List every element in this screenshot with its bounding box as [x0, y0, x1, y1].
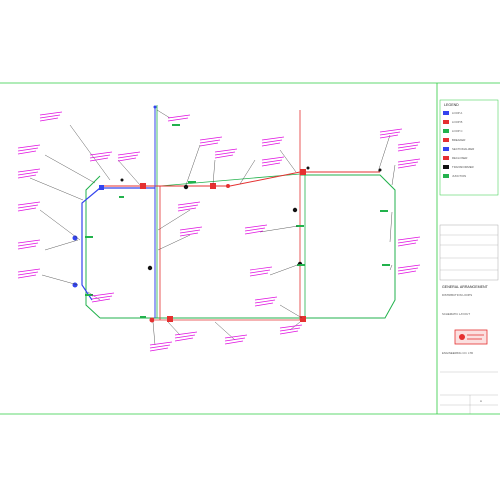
legend-header: LEGEND	[444, 103, 459, 107]
breaker-symbol[interactable]	[210, 183, 216, 189]
red-feeder-top	[100, 171, 380, 187]
title-block: LEGEND LOOP A LOOP B LOOP C BREAKER SECTIONA…	[439, 99, 499, 414]
company-logo	[454, 329, 488, 345]
sectionalizer-symbol[interactable]	[99, 185, 104, 190]
recloser-symbol[interactable]	[149, 317, 155, 323]
drawing-subtitle: DISTRIBUTION LOOPS	[442, 293, 472, 297]
legend-swatch	[443, 138, 449, 142]
legend-swatch	[443, 165, 449, 169]
legend-swatch	[443, 147, 449, 151]
drawing-title: GENERAL ARRANGEMENT	[442, 285, 489, 289]
legend-swatch	[443, 111, 449, 115]
legend-label: JUNCTION	[452, 174, 466, 178]
transformer-symbol[interactable]	[120, 178, 124, 182]
sectionalizer-symbol[interactable]	[72, 235, 78, 241]
legend-row: SECTIONALIZER	[443, 147, 474, 151]
legend-row: LOOP B	[443, 120, 462, 124]
legend-swatch	[443, 174, 449, 178]
legend-row: RECLOSER	[443, 156, 467, 160]
green-top-line	[159, 173, 301, 187]
sectionalizer-symbol[interactable]	[72, 282, 78, 288]
leader-lines	[29, 109, 396, 346]
green-loop-right	[300, 174, 396, 319]
transformer-symbol[interactable]	[292, 207, 298, 213]
transformer-symbol[interactable]	[306, 166, 310, 170]
legend-row: LOOP C	[443, 129, 463, 133]
transformer-symbol[interactable]	[183, 184, 189, 190]
sectionalizer-symbol[interactable]	[153, 105, 157, 109]
legend-row: TRANSFORMER	[443, 165, 474, 169]
legend-row: LOOP A	[443, 111, 462, 115]
green-loop-left	[85, 175, 101, 319]
company-name: ENGINEERING CO. LTD	[442, 351, 473, 355]
legend-label: TRANSFORMER	[452, 165, 474, 169]
transformer-symbol[interactable]	[147, 265, 153, 271]
legend-label: LOOP C	[452, 129, 463, 133]
breaker-symbol[interactable]	[167, 316, 173, 322]
breaker-symbol[interactable]	[300, 169, 306, 175]
legend-label: RECLOSER	[452, 156, 467, 160]
legend-label: BREAKER	[452, 138, 465, 142]
revision: A	[480, 399, 482, 403]
legend-label: LOOP A	[452, 111, 462, 115]
breaker-symbol[interactable]	[300, 316, 306, 322]
blue-loop-left	[81, 187, 155, 301]
junction-markers	[85, 124, 390, 318]
transformer-symbol[interactable]	[378, 168, 382, 172]
legend-label: LOOP B	[452, 120, 462, 124]
legend-list: LOOP A LOOP B LOOP C BREAKER SECTIONALIZER RE…	[443, 111, 474, 178]
legend-swatch	[443, 120, 449, 124]
legend-row: JUNCTION	[443, 174, 466, 178]
legend-swatch	[443, 156, 449, 160]
project-name: SCHEMATIC LAYOUT	[442, 312, 470, 316]
label-blocks	[17, 111, 421, 352]
breaker-symbol[interactable]	[140, 183, 146, 189]
recloser-symbol[interactable]	[226, 184, 230, 188]
legend-swatch	[443, 129, 449, 133]
legend-row: BREAKER	[443, 138, 465, 142]
legend-label: SECTIONALIZER	[452, 147, 474, 151]
